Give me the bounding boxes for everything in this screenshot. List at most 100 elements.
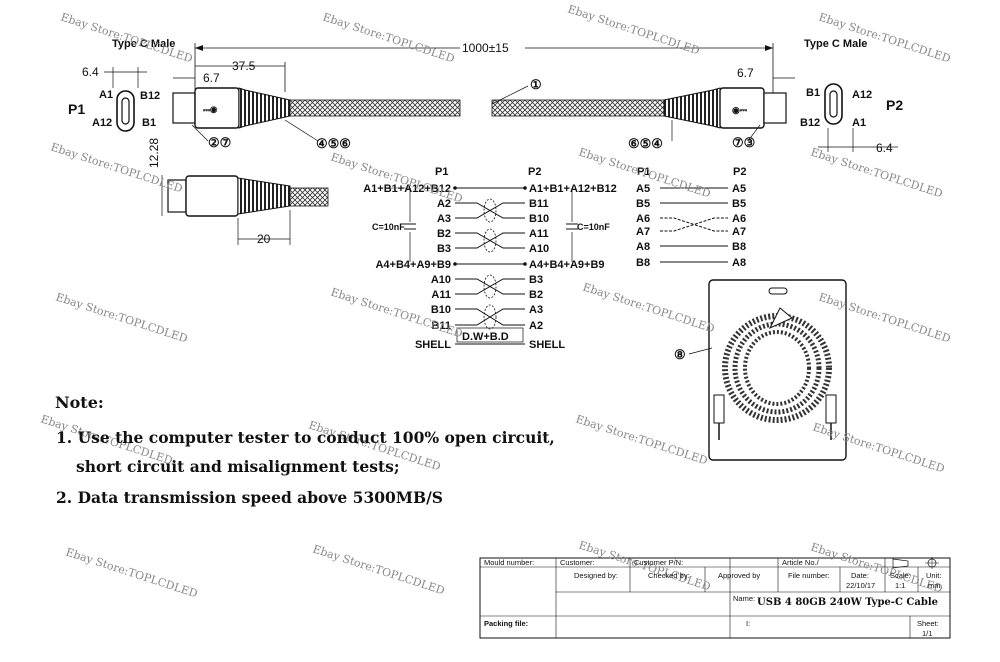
p1-pin-label: A1+B1+A12+B12 xyxy=(363,183,451,195)
p1-pin-label: B2 xyxy=(437,228,451,240)
svg-text:B12: B12 xyxy=(140,90,160,102)
watermark-text: Ebay Store:TOPLCDLED xyxy=(54,290,189,345)
aux-p1-pin-label: B5 xyxy=(636,198,650,210)
tb-mould-number: Mould number: xyxy=(484,558,535,567)
aux-p2-pin-label: A8 xyxy=(732,257,746,269)
tb-article-no: Article No./ xyxy=(782,558,819,567)
tb-scale-label: Scale: xyxy=(890,571,911,580)
right-width-dimension: 6.4 xyxy=(876,141,893,155)
drain-box xyxy=(456,327,524,343)
tb-sheet-value: 1/1 xyxy=(922,629,933,638)
side-view: 12.28 20 xyxy=(147,138,329,246)
watermark-text: Ebay Store:TOPLCDLED xyxy=(574,412,709,467)
tb-checked-by: Checked by: xyxy=(648,571,690,580)
note-line-3: 2. Data transmission speed above 5300MB/… xyxy=(56,488,443,507)
right-end-view: Type C Male P2 B1 A12 B12 A1 6.4 xyxy=(800,38,903,155)
tb-packing-file: Packing file: xyxy=(484,619,529,628)
tb-designed-by: Designed by: xyxy=(574,571,618,580)
shield-pair xyxy=(483,198,497,223)
p1-pin-label: A3 xyxy=(437,213,451,225)
left-width-dimension: 6.4 xyxy=(82,65,99,79)
aux-p2-pin-label: A5 xyxy=(732,183,746,195)
left-connector-label: P1 xyxy=(68,101,85,117)
wire-node xyxy=(453,262,457,266)
dimension-37-5: 37.5 xyxy=(232,59,256,73)
tb-unit-value: mm xyxy=(928,581,941,590)
shield-pair xyxy=(483,228,497,253)
tb-date-value: 22/10/17 xyxy=(846,581,876,590)
shield-pair xyxy=(483,274,497,299)
aux-p1-pin-label: A6 xyxy=(636,213,650,225)
watermark-text: Ebay Store:TOPLCDLED xyxy=(581,280,716,335)
cable-assembly: 1000±15 37.5 6.7 6.7 ⎓◉ ◉⎓ ① ②⑦ ④⑤⑥ ⑥⑤④ … xyxy=(172,41,795,151)
tb-approved-by: Approved by xyxy=(718,571,761,580)
aux-p2-pin-label: A6 xyxy=(732,213,746,225)
tb-customer: Customer: xyxy=(560,558,595,567)
p1-pin-label: B10 xyxy=(431,304,451,316)
p2-pin-label: A2 xyxy=(529,320,543,332)
cap-left-label: C=10nF xyxy=(372,222,405,232)
p2-pin-label: A1+B1+A12+B12 xyxy=(529,183,617,195)
wire-line xyxy=(455,308,525,326)
svg-text:B12: B12 xyxy=(800,117,820,129)
wire-line xyxy=(455,232,525,249)
length-dimension: 1000±15 xyxy=(462,41,509,55)
callout-cable: ① xyxy=(530,77,542,92)
drain-label: D.W+B.D xyxy=(462,331,509,343)
svg-text:P1: P1 xyxy=(435,166,448,178)
aux-wire xyxy=(660,217,728,232)
svg-text:A1: A1 xyxy=(99,89,113,101)
tb-file-number: File number: xyxy=(788,571,830,580)
tb-sheet-label: Sheet: xyxy=(917,619,939,628)
p2-pin-label: A4+B4+A9+B9 xyxy=(529,259,605,271)
svg-text:B1: B1 xyxy=(806,87,820,99)
wire-node xyxy=(523,262,527,266)
p1-pin-label: A10 xyxy=(431,274,451,286)
left-end-view: Type C Male 6.4 P1 A1 B12 A12 B1 xyxy=(68,38,175,132)
p1-pin-label: B11 xyxy=(431,320,451,332)
aux-p1-pin-label: A7 xyxy=(636,226,650,238)
p2-pin-label: A3 xyxy=(529,304,543,316)
aux-wire xyxy=(660,217,728,232)
left-connector-title: Type C Male xyxy=(112,38,175,50)
wiring-diagram-main: P1 P2 C=10nF C=10nF D.W+B.D A1+B1+A12+B1… xyxy=(363,166,617,351)
height-dimension: 12.28 xyxy=(147,138,161,168)
aux-p1-pin-label: B8 xyxy=(636,257,650,269)
p2-pin-label: SHELL xyxy=(529,339,565,351)
package-illustration: ⑧ xyxy=(674,279,847,461)
aux-p2-pin-label: B5 xyxy=(732,198,746,210)
svg-text:B1: B1 xyxy=(142,117,156,129)
p1-pin-label: A4+B4+A9+B9 xyxy=(375,259,451,271)
watermark-text: Ebay Store:TOPLCDLED xyxy=(311,542,446,597)
svg-text:P2: P2 xyxy=(733,166,746,178)
tb-customer-pn: Customer P/N: xyxy=(634,558,684,567)
watermark-text: Ebay Store:TOPLCDLED xyxy=(49,140,184,195)
watermark-text: Ebay Store:TOPLCDLED xyxy=(321,10,456,65)
aux-p2-pin-label: B8 xyxy=(732,241,746,253)
p2-pin-label: B3 xyxy=(529,274,543,286)
left-offset-dimension: 6.7 xyxy=(203,71,220,85)
tb-unit-label: Unit: xyxy=(926,571,942,580)
svg-text:A12: A12 xyxy=(92,117,112,129)
title-block xyxy=(479,557,951,639)
callout-right-boot: ⑥⑤④ xyxy=(628,136,663,151)
p1-pin-label: A11 xyxy=(431,289,451,301)
p2-pin-label: A11 xyxy=(529,228,549,240)
p2-pin-label: B11 xyxy=(529,198,549,210)
tb-name-value: USB 4 80GB 240W Type-C Cable xyxy=(757,597,938,608)
right-offset-dimension: 6.7 xyxy=(737,66,754,80)
callout-left-plug: ②⑦ xyxy=(208,135,231,150)
watermark-text: Ebay Store:TOPLCDLED xyxy=(566,2,701,57)
callout-right-plug: ⑦③ xyxy=(732,135,755,150)
wire-line xyxy=(455,202,525,219)
wire-node xyxy=(453,186,457,190)
tb-date-label: Date: xyxy=(851,571,869,580)
wire-line xyxy=(455,278,525,295)
aux-p2-pin-label: A7 xyxy=(732,226,746,238)
aux-p1-pin-label: A8 xyxy=(636,241,650,253)
p2-pin-label: B10 xyxy=(529,213,549,225)
watermark-text: Ebay Store:TOPLCDLED xyxy=(809,540,944,595)
p2-pin-label: A10 xyxy=(529,243,549,255)
watermark-text: Ebay Store:TOPLCDLED xyxy=(64,545,199,600)
svg-text:A1: A1 xyxy=(852,117,866,129)
